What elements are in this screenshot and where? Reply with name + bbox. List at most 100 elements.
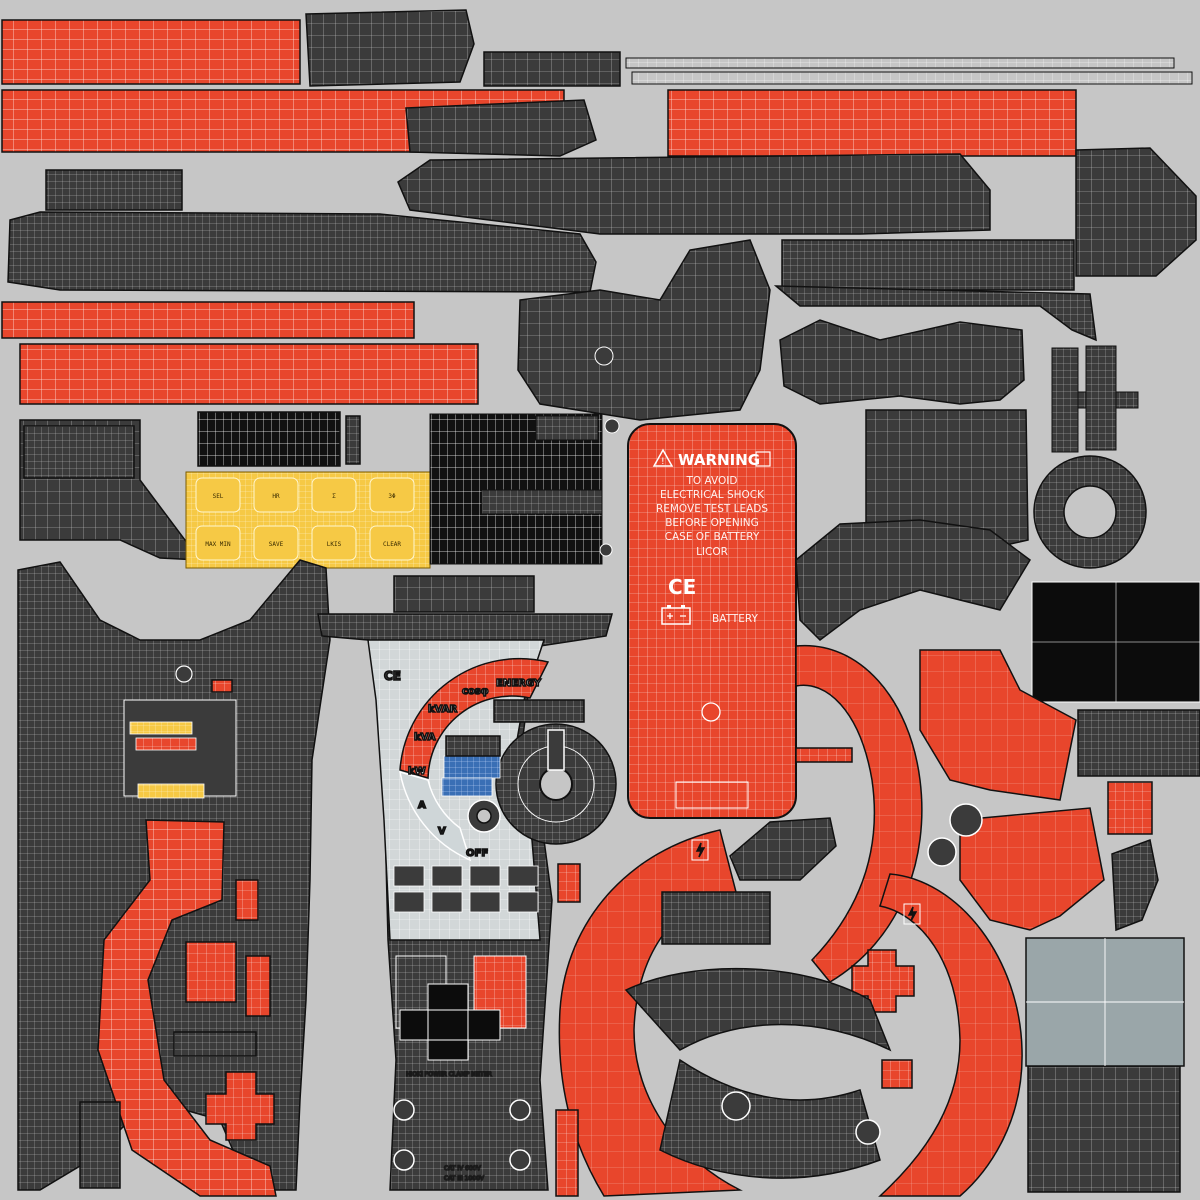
dial-label: ENERGY <box>496 678 542 689</box>
dial-label: OFF <box>466 848 488 859</box>
meter-black-cross <box>399 983 501 1061</box>
small-screw <box>604 418 620 434</box>
red-arc <box>878 873 1023 1197</box>
warning-line: BEFORE OPENING <box>665 517 759 529</box>
small-ring <box>721 1091 751 1121</box>
component-bars <box>535 415 599 441</box>
red-block <box>557 863 581 903</box>
keypad-button <box>311 525 357 561</box>
component-bars <box>481 489 603 515</box>
keypad-button <box>369 525 415 561</box>
dark-shell-piece <box>779 319 1025 405</box>
keypad-button-label: HR <box>272 493 280 500</box>
battery-screw <box>701 702 721 722</box>
thin-strip <box>1085 345 1117 451</box>
meter-key <box>431 891 463 913</box>
gray-screen <box>1025 937 1185 1067</box>
small-ring-hole <box>476 808 492 824</box>
yellow-indicator <box>129 721 193 735</box>
keypad-button-label: LKIS <box>327 541 342 548</box>
knob-pointer <box>547 729 565 771</box>
keypad-button <box>369 477 415 513</box>
dark-shell-piece <box>795 519 1031 641</box>
dark-grille <box>661 891 771 945</box>
small-screw <box>594 346 614 366</box>
dial-label: kVA <box>414 732 436 743</box>
keypad-button <box>195 525 241 561</box>
rotary-knob <box>441 699 617 845</box>
red-block <box>555 1109 579 1197</box>
warning-line: TO AVOID <box>686 475 738 487</box>
dark-shell-piece <box>1075 147 1197 277</box>
blue-bar <box>441 777 493 797</box>
lcd-window <box>345 415 361 465</box>
thin-strip <box>1051 347 1079 453</box>
cat-mark: CAT III 1000V <box>444 1175 485 1182</box>
right-mid-dark <box>795 409 1200 703</box>
left-upper-dark <box>19 419 202 561</box>
red-cross <box>205 1071 275 1141</box>
dial-label: A <box>418 800 426 811</box>
meter-screw <box>393 1099 415 1121</box>
warning-triangle-icon: ! <box>652 448 674 467</box>
function-dial-arc-low <box>399 770 472 862</box>
small-ring <box>949 803 983 837</box>
meter-key <box>469 891 501 913</box>
thin-strip-group <box>625 57 1193 453</box>
keypad-button-label: Σ <box>332 493 336 500</box>
dark-piece <box>79 1101 121 1189</box>
lcd-window <box>197 411 341 467</box>
meter-key <box>393 891 425 913</box>
red-arc <box>919 649 1077 801</box>
red-arc <box>795 644 923 983</box>
warning-line: CASE OF BATTERY <box>665 531 760 543</box>
keypad-button <box>195 477 241 513</box>
warning-line: REMOVE TEST LEADS <box>656 503 768 515</box>
red-block <box>881 1059 913 1089</box>
dark-shell-inset <box>23 425 135 479</box>
svg-text:!: ! <box>661 457 665 467</box>
warning-line: ELECTRICAL SHOCK <box>660 489 765 501</box>
meter-key <box>393 865 425 887</box>
lightning-icon <box>691 839 709 861</box>
meter-key <box>507 865 539 887</box>
meter-key <box>507 891 539 913</box>
red-strip-group-top-left <box>1 19 1077 405</box>
warning-title: WARNING <box>678 451 760 469</box>
dark-arc <box>624 967 892 1052</box>
dial-label: cosφ <box>462 686 489 697</box>
red-arc <box>959 807 1105 931</box>
meter-key <box>431 865 463 887</box>
dark-shell-piece <box>405 99 597 157</box>
dark-bar <box>445 735 501 757</box>
small-screw <box>599 543 613 557</box>
red-block <box>211 679 233 693</box>
thin-strip <box>631 71 1193 85</box>
keypad-button <box>311 477 357 513</box>
meter-screw <box>393 1149 415 1171</box>
dark-shell-piece <box>397 153 991 235</box>
red-arc <box>558 829 743 1197</box>
dark-piece <box>1027 1065 1181 1193</box>
battery-cover-panel <box>627 423 797 819</box>
small-ring <box>855 1119 881 1145</box>
dial-label: kW <box>408 766 426 777</box>
meter-top-cap <box>393 575 535 613</box>
housing-screw <box>175 665 193 683</box>
meter-screw <box>509 1149 531 1171</box>
keypad-button-label: CLEAR <box>383 541 401 548</box>
dark-bar <box>493 699 585 723</box>
red-cross <box>851 949 915 1013</box>
dark-shell-piece <box>781 239 1075 291</box>
keypad-button <box>253 525 299 561</box>
dial-label: kVAR <box>428 704 457 715</box>
meter-key <box>469 865 501 887</box>
meter-screw <box>509 1099 531 1121</box>
ce-mark: CE <box>668 575 696 599</box>
dark-shell-piece <box>773 285 1097 342</box>
lower-dark-group <box>79 709 1200 1193</box>
red-indicator <box>135 737 197 751</box>
battery-cover: ! WARNING TO AVOID ELECTRICAL SHOCK REMO… <box>627 423 797 819</box>
